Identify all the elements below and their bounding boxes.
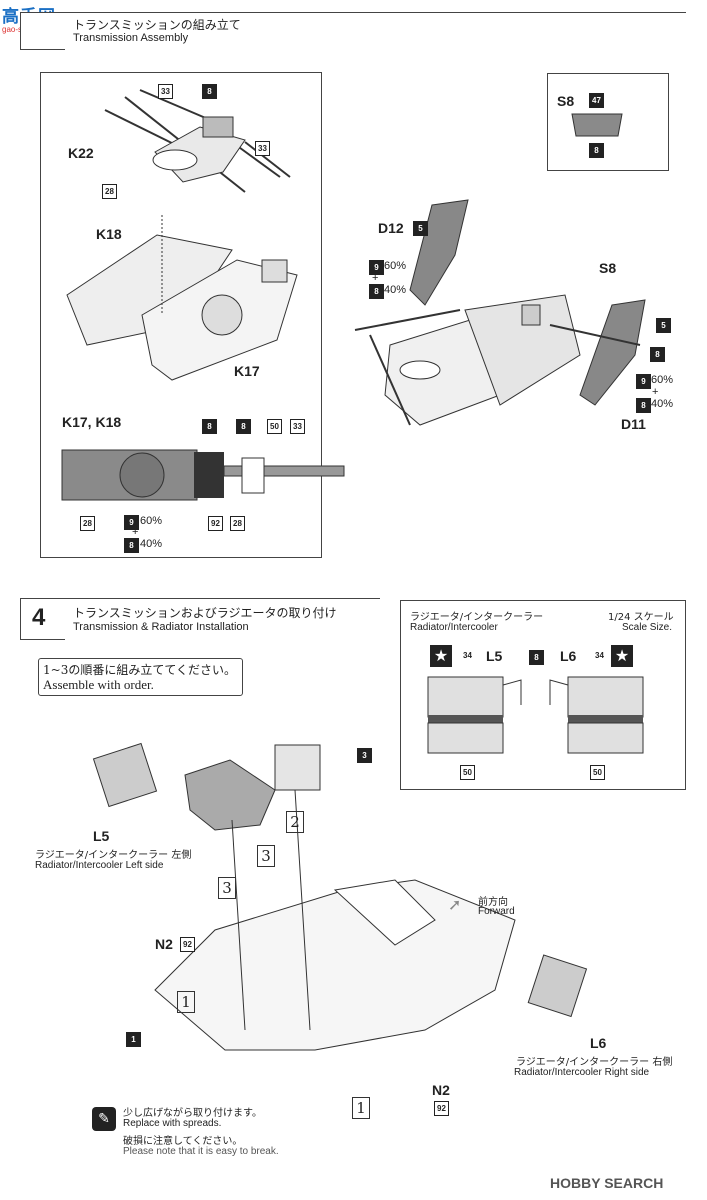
label-l5-jp: ラジエータ/インタークーラー 左側 (35, 850, 192, 861)
callout-92-left: 92 (180, 937, 195, 952)
mix3-paint-9: 9 (636, 374, 651, 389)
callout-28-c: 28 (230, 516, 245, 531)
k22-frame-drawing (104, 89, 291, 193)
callout-50: 50 (267, 419, 282, 434)
substep-1-marker: 1 (352, 1097, 370, 1119)
star-icon: ★ (611, 645, 633, 667)
label-k18: K18 (96, 226, 122, 242)
hobbysearch-watermark: HOBBY SEARCH (550, 1175, 663, 1191)
label-l5-en: Radiator/Intercooler Left side (35, 860, 164, 871)
inset-title-jp: ラジエータ/インタークーラー (410, 612, 544, 623)
caution-en-1: Replace with spreads. (123, 1118, 222, 1129)
step3-title-jp: トランスミッションの組み立て (73, 18, 241, 32)
inset-callout-34-b: 34 (593, 649, 606, 662)
callout-8-a: 8 (202, 84, 217, 99)
inset-label-l5: L5 (486, 648, 503, 664)
mix2-paint-8-pct: 40% (384, 284, 407, 296)
inset-title-en: Radiator/Intercooler (410, 622, 498, 633)
subassembly-3-marker: 3 (357, 748, 372, 763)
substep-2-marker: 2 (286, 811, 304, 833)
inset-scale-jp: 1/24 スケール (608, 612, 674, 623)
star-icon: ★ (430, 645, 452, 667)
subassembly-1-marker: 1 (126, 1032, 141, 1047)
inset-label-l6: L6 (560, 648, 577, 664)
step4-number: 4 (32, 604, 46, 631)
callout-5-a: 5 (413, 221, 428, 236)
mix1-paint-9: 9 (124, 515, 139, 530)
step3-header-line (20, 12, 686, 13)
k17-k18-detail-drawing (61, 449, 345, 501)
inset-scale-en: Scale Size. (622, 622, 673, 633)
mix2-paint-9-pct: 60% (384, 260, 407, 272)
mix3-paint-8: 8 (636, 398, 651, 413)
watermark-text: SEARCH (604, 1175, 664, 1191)
chassis-assembly-drawing (92, 742, 588, 1051)
step4-title-en: Transmission & Radiator Installation (73, 621, 249, 633)
callout-8-b: 8 (202, 419, 217, 434)
mix3-paint-8-pct: 40% (651, 398, 674, 410)
callout-5-b: 5 (656, 318, 671, 333)
step3-number-box (20, 12, 65, 50)
label-l6: L6 (590, 1035, 607, 1051)
inset-callout-34-a: 34 (461, 649, 474, 662)
mix3-plus: + (652, 386, 659, 398)
step4-header-line (20, 598, 380, 599)
caution-jp-1: 少し広げながら取り付けます。 (123, 1108, 262, 1119)
substep-3-marker: 3 (257, 845, 275, 867)
callout-8-c: 8 (236, 419, 251, 434)
wing-assembly-drawing (354, 199, 646, 426)
forward-direction-jp: 前方向 (478, 897, 508, 908)
k18-k17-drawing (66, 215, 298, 381)
label-l6-en: Radiator/Intercooler Right side (514, 1067, 650, 1078)
callout-92-right: 92 (434, 1101, 449, 1116)
inset-callout-8: 8 (529, 650, 544, 665)
step4-title-jp: トランスミッションおよびラジエータの取り付け (73, 606, 337, 620)
label-k22: K22 (68, 145, 94, 161)
label-s8-detail: S8 (557, 93, 575, 109)
label-d11: D11 (621, 416, 646, 432)
caution-jp-2: 破損に注意してください。 (123, 1136, 243, 1147)
label-d12: D12 (378, 220, 404, 236)
label-n2-left: N2 (155, 936, 173, 952)
mix2-paint-8: 8 (369, 284, 384, 299)
inset-radiator-right-drawing (549, 676, 644, 754)
note-jp: 1~3の順番に組み立ててください。 (43, 663, 236, 677)
label-l6-jp: ラジエータ/インタークーラー 右側 (516, 1057, 673, 1068)
s8-part-drawing (571, 113, 623, 137)
label-k17-k18: K17, K18 (62, 414, 122, 430)
mix1-plus: + (132, 526, 139, 538)
inset-radiator-left-drawing (427, 676, 522, 754)
callout-92: 92 (208, 516, 223, 531)
mix2-paint-9: 9 (369, 260, 384, 275)
callout-8-s: 8 (589, 143, 604, 158)
label-n2-right: N2 (432, 1082, 450, 1098)
mix1-paint-9-pct: 60% (140, 515, 163, 527)
label-s8: S8 (599, 260, 617, 276)
callout-33-a: 33 (158, 84, 173, 99)
watermark-logo: HOBBY (550, 1175, 601, 1191)
inset-callout-50-b: 50 (590, 765, 605, 780)
label-l5: L5 (93, 828, 110, 844)
assembly-order-note (38, 658, 243, 696)
forward-arrow-icon: ➚ (448, 895, 462, 914)
callout-8-d: 8 (650, 347, 665, 362)
caution-en-2: Please note that it is easy to break. (123, 1146, 279, 1157)
substep-3-marker: 3 (218, 877, 236, 899)
callout-33-c: 33 (290, 419, 305, 434)
note-en: Assemble with order. (43, 677, 154, 692)
forward-direction-en: Forward (478, 906, 515, 917)
mix3-paint-9-pct: 60% (651, 374, 674, 386)
callout-28-a: 28 (102, 184, 117, 199)
mix1-paint-8: 8 (124, 538, 139, 553)
step3-title-en: Transmission Assembly (73, 32, 189, 44)
label-k17: K17 (234, 363, 260, 379)
inset-callout-50-a: 50 (460, 765, 475, 780)
substep-1-marker: 1 (177, 991, 195, 1013)
callout-47: 47 (589, 93, 604, 108)
callout-28-b: 28 (80, 516, 95, 531)
caution-icon: ✎ (92, 1107, 116, 1131)
mix2-plus: + (372, 272, 379, 284)
callout-33-b: 33 (255, 141, 270, 156)
mix1-paint-8-pct: 40% (140, 538, 163, 550)
